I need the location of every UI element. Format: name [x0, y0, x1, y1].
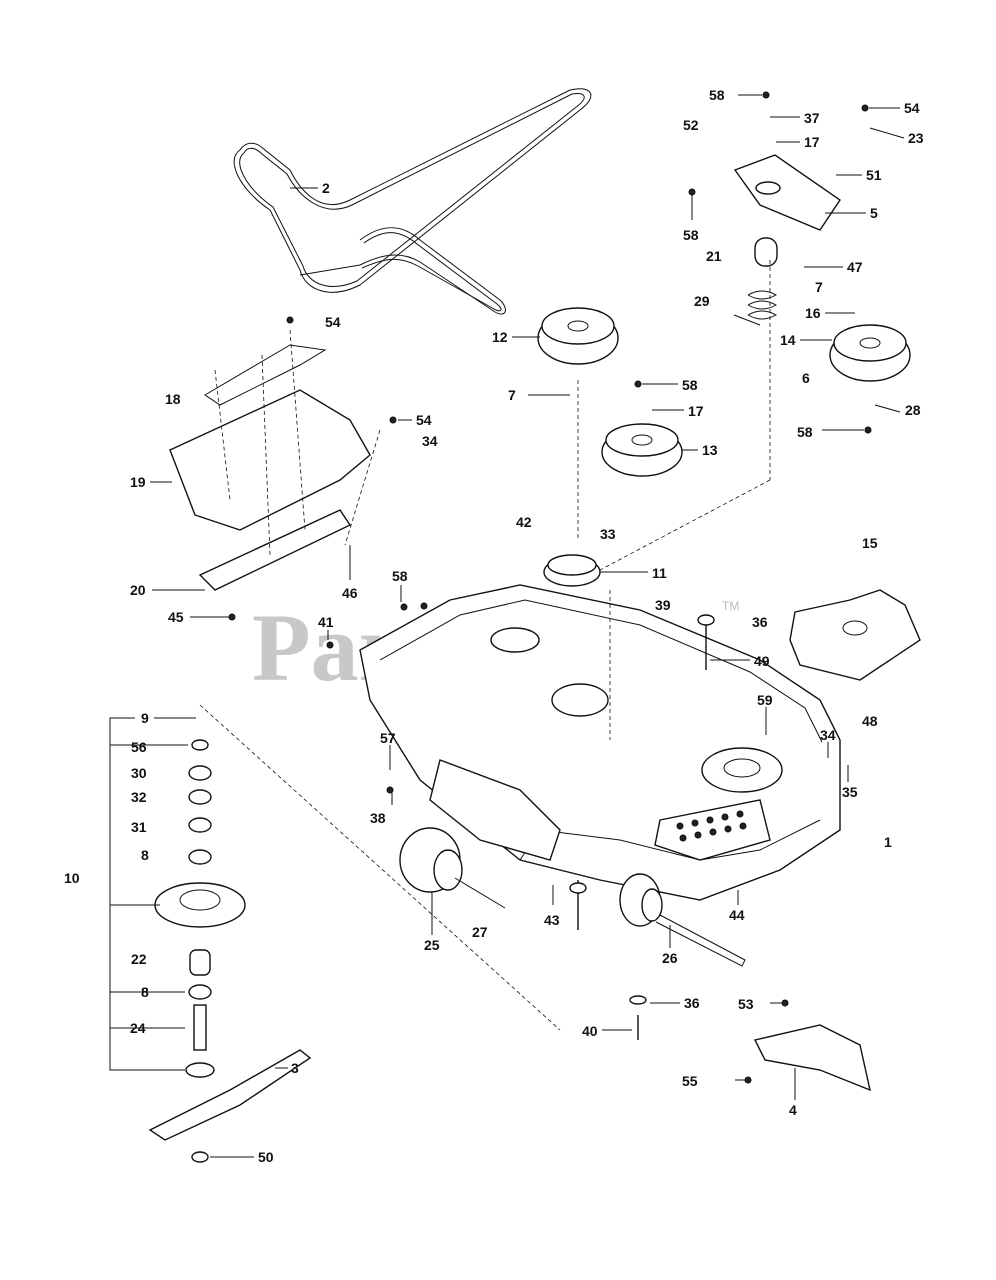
label-9: 9: [141, 710, 149, 726]
label-49: 49: [754, 653, 770, 669]
label-15: 15: [862, 535, 878, 551]
label-12: 12: [492, 329, 508, 345]
label-50: 50: [258, 1149, 274, 1165]
label-41: 41: [318, 614, 334, 630]
pin-49[interactable]: [697, 614, 715, 670]
spindle-pulley-11[interactable]: [543, 554, 601, 587]
label-54c: 54: [416, 412, 432, 428]
label-17b: 17: [688, 403, 704, 419]
label-33: 33: [600, 526, 616, 542]
assembly-10-bracket: [109, 717, 185, 1071]
label-57: 57: [380, 730, 396, 746]
label-6: 6: [802, 370, 810, 386]
label-19: 19: [130, 474, 146, 490]
deck-spindle-opening: [551, 683, 609, 717]
label-45: 45: [168, 609, 184, 625]
label-10: 10: [64, 870, 80, 886]
label-42: 42: [516, 514, 532, 530]
label-13: 13: [702, 442, 718, 458]
label-20: 20: [130, 582, 146, 598]
part-labels: 2 3 4 5 6 7 7 8 8 9 10 11 12 13 14 15 16…: [64, 87, 924, 1165]
label-52: 52: [683, 117, 699, 133]
spindle-assembly[interactable]: [154, 739, 246, 1078]
label-58d: 58: [797, 424, 813, 440]
blade-bolt[interactable]: [191, 1151, 209, 1163]
label-39: 39: [655, 597, 671, 613]
label-34a: 34: [422, 433, 438, 449]
label-14: 14: [780, 332, 796, 348]
label-29: 29: [694, 293, 710, 309]
label-17a: 17: [804, 134, 820, 150]
pulley-14[interactable]: [829, 324, 911, 382]
label-23: 23: [908, 130, 924, 146]
label-7a: 7: [508, 387, 516, 403]
label-25: 25: [424, 937, 440, 953]
label-55: 55: [682, 1073, 698, 1089]
label-22: 22: [131, 951, 147, 967]
label-3: 3: [291, 1060, 299, 1076]
label-58e: 58: [392, 568, 408, 584]
label-34b: 34: [820, 727, 836, 743]
label-5: 5: [870, 205, 878, 221]
label-58c: 58: [682, 377, 698, 393]
anti-scalp-wheel-right[interactable]: [619, 873, 746, 967]
label-51: 51: [866, 167, 882, 183]
label-24: 24: [130, 1020, 146, 1036]
label-8a: 8: [141, 847, 149, 863]
anti-scalp-wheel-left[interactable]: [399, 827, 506, 909]
label-36b: 36: [684, 995, 700, 1011]
drive-belt[interactable]: [233, 88, 592, 315]
belt-cover[interactable]: [169, 329, 381, 591]
label-54a: 54: [904, 100, 920, 116]
label-40: 40: [582, 1023, 598, 1039]
label-59: 59: [757, 692, 773, 708]
label-53: 53: [738, 996, 754, 1012]
label-36a: 36: [752, 614, 768, 630]
label-32: 32: [131, 789, 147, 805]
pulley-13[interactable]: [601, 423, 683, 477]
label-31: 31: [131, 819, 147, 835]
bolt-40[interactable]: [629, 995, 647, 1040]
label-7b: 7: [815, 279, 823, 295]
label-56: 56: [131, 739, 147, 755]
label-58b: 58: [683, 227, 699, 243]
vent-holes: [676, 810, 747, 842]
label-54b: 54: [325, 314, 341, 330]
label-8b: 8: [141, 984, 149, 1000]
label-46: 46: [342, 585, 358, 601]
label-18: 18: [165, 391, 181, 407]
label-27: 27: [472, 924, 488, 940]
watermark-trademark: TM: [722, 599, 739, 613]
mower-deck[interactable]: [359, 584, 841, 901]
label-4: 4: [789, 1102, 797, 1118]
label-58a: 58: [709, 87, 725, 103]
label-47: 47: [847, 259, 863, 275]
label-11: 11: [652, 565, 667, 581]
deck-baffle[interactable]: [789, 589, 921, 681]
label-28: 28: [905, 402, 921, 418]
label-30: 30: [131, 765, 147, 781]
label-21: 21: [706, 248, 722, 264]
pulley-12[interactable]: [537, 307, 619, 365]
spindle-pulley-right: [701, 747, 783, 793]
label-26: 26: [662, 950, 678, 966]
hardware-nuts: [228, 91, 872, 1084]
label-44: 44: [729, 907, 745, 923]
mower-blade[interactable]: [148, 1049, 312, 1141]
label-1: 1: [884, 834, 892, 850]
bracket-4[interactable]: [753, 1024, 871, 1092]
label-43: 43: [544, 912, 560, 928]
bolt-43[interactable]: [569, 880, 587, 930]
label-38: 38: [370, 810, 386, 826]
label-48: 48: [862, 713, 878, 729]
idler-arm[interactable]: [733, 154, 841, 326]
label-2: 2: [322, 180, 330, 196]
label-16: 16: [805, 305, 821, 321]
label-37: 37: [804, 110, 820, 126]
label-35: 35: [842, 784, 858, 800]
